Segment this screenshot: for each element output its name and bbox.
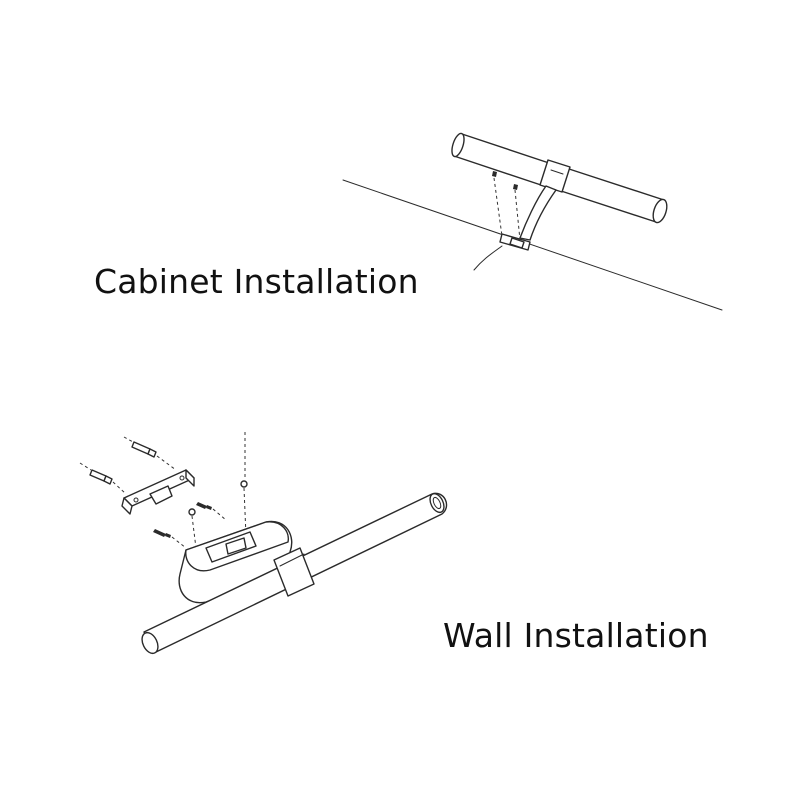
wall-bracket	[121, 469, 195, 515]
wall-screw-mid	[196, 502, 227, 521]
lamp-tube-right	[557, 167, 668, 224]
wall-installation-label: Wall Installation	[443, 616, 709, 655]
cabinet-edge-line	[342, 179, 723, 311]
mounting-base	[499, 233, 531, 251]
center-clamp	[539, 159, 571, 193]
cabinet-installation-label: Cabinet Installation	[94, 262, 419, 301]
power-cable	[473, 245, 503, 271]
cabinet-screws	[492, 171, 521, 241]
wall-anchor-upper	[123, 436, 177, 471]
lamp-housing	[178, 520, 293, 604]
wall-screw-long	[153, 529, 187, 549]
wall-screw-small	[188, 480, 248, 549]
wall-anchor-lower	[79, 462, 127, 495]
curved-arm	[519, 185, 557, 241]
tube-clamp	[273, 547, 315, 597]
